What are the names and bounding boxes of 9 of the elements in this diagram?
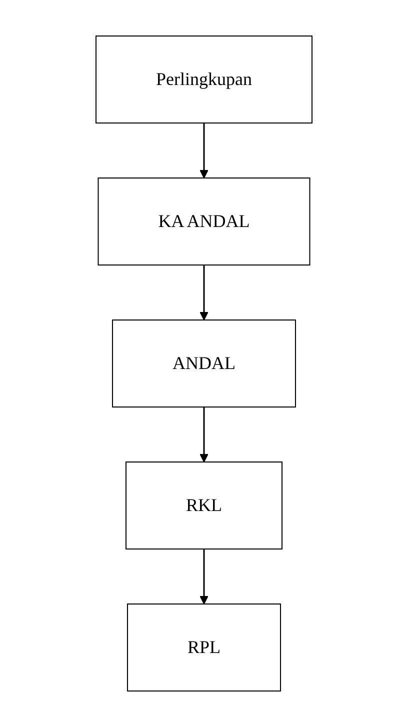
node-box: Perlingkupan [95, 35, 312, 123]
arrow [199, 264, 208, 320]
node-box: KA ANDAL [97, 177, 310, 265]
arrow [199, 122, 208, 178]
node-box: ANDAL [112, 319, 296, 407]
node-box: RKL [125, 461, 282, 549]
arrow [199, 406, 208, 462]
arrow [199, 548, 208, 604]
node-box: RPL [126, 603, 280, 691]
